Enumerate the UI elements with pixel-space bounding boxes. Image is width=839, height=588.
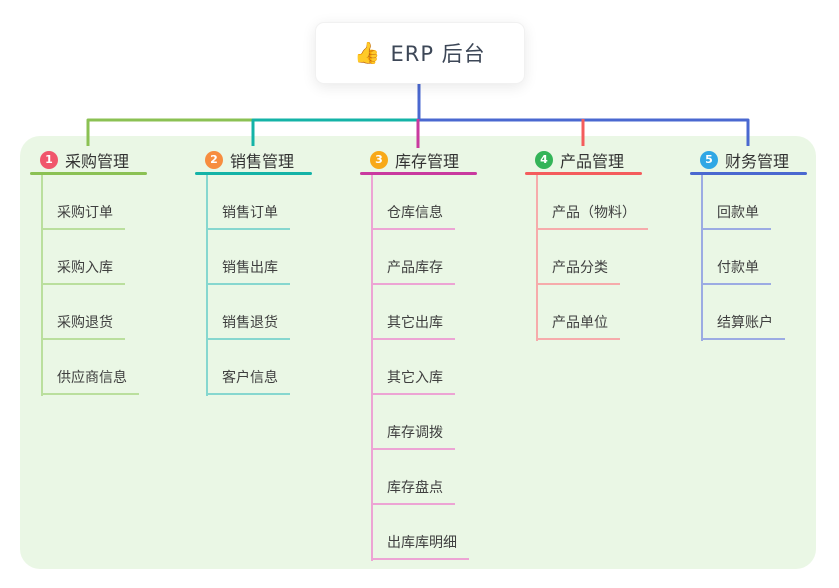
branch-label: 产品管理: [560, 152, 625, 171]
branch-trunk-line: [536, 175, 538, 341]
branch-column: 1 采购管理采购订单采购入库采购退货供应商信息: [30, 0, 195, 588]
branch-number-badge: 3: [370, 151, 388, 169]
root-node[interactable]: 👍 ERP 后台: [315, 22, 525, 84]
child-node[interactable]: 销售订单: [206, 202, 290, 230]
branch-number-badge: 5: [700, 151, 718, 169]
branch-underline: [195, 172, 312, 175]
branches-panel: [20, 136, 816, 569]
branch-column: 5 财务管理回款单付款单结算账户: [690, 0, 839, 588]
child-label: 产品（物料）: [536, 203, 648, 230]
child-label: 仓库信息: [371, 203, 455, 230]
root-title: ERP 后台: [390, 42, 486, 66]
child-label: 采购退货: [41, 313, 125, 340]
child-label: 采购入库: [41, 258, 125, 285]
branch-label: 采购管理: [65, 152, 130, 171]
branch-column: 4 产品管理产品（物料） 产品分类产品单位: [525, 0, 690, 588]
child-node[interactable]: 采购退货: [41, 312, 125, 340]
branch-title[interactable]: 4 产品管理: [535, 149, 624, 171]
branch-column: 3 库存管理仓库信息产品库存其它出库其它入库库存调拨库存盘点出库库明细: [360, 0, 525, 588]
child-node[interactable]: 回款单: [701, 202, 771, 230]
child-node[interactable]: 销售退货: [206, 312, 290, 340]
branch-column: 2 销售管理销售订单销售出库销售退货客户信息: [195, 0, 360, 588]
thumbs-up-icon: 👍: [354, 40, 381, 65]
branch-title[interactable]: 2 销售管理: [205, 149, 294, 171]
branch-trunk-line: [41, 175, 43, 396]
child-label: 产品单位: [536, 313, 620, 340]
child-label: 产品库存: [371, 258, 455, 285]
branch-trunk-line: [371, 175, 373, 561]
branch-label: 销售管理: [230, 152, 295, 171]
child-label: 供应商信息: [41, 368, 139, 395]
child-node[interactable]: 产品库存: [371, 257, 455, 285]
child-node[interactable]: 产品（物料）: [536, 202, 648, 230]
branch-underline: [690, 172, 807, 175]
branch-trunk-line: [206, 175, 208, 396]
branch-trunk-line: [701, 175, 703, 341]
branch-title[interactable]: 5 财务管理: [700, 149, 789, 171]
child-label: 付款单: [701, 258, 771, 285]
child-node[interactable]: 库存调拨: [371, 422, 455, 450]
child-node[interactable]: 付款单: [701, 257, 771, 285]
child-node[interactable]: 采购入库: [41, 257, 125, 285]
child-label: 产品分类: [536, 258, 620, 285]
child-node[interactable]: 产品单位: [536, 312, 620, 340]
child-node[interactable]: 出库库明细: [371, 532, 469, 560]
child-node[interactable]: 销售出库: [206, 257, 290, 285]
child-node[interactable]: 供应商信息: [41, 367, 139, 395]
branch-label: 库存管理: [395, 152, 460, 171]
branch-number-badge: 2: [205, 151, 223, 169]
child-node[interactable]: 仓库信息: [371, 202, 455, 230]
child-label: 结算账户: [701, 313, 785, 340]
child-label: 客户信息: [206, 368, 290, 395]
branch-underline: [360, 172, 477, 175]
branch-underline: [30, 172, 147, 175]
branch-title[interactable]: 3 库存管理: [370, 149, 459, 171]
branch-number-badge: 1: [40, 151, 58, 169]
child-node[interactable]: 结算账户: [701, 312, 785, 340]
child-node[interactable]: 库存盘点: [371, 477, 455, 505]
branch-title[interactable]: 1 采购管理: [40, 149, 129, 171]
child-label: 库存调拨: [371, 423, 455, 450]
branch-underline: [525, 172, 642, 175]
child-label: 出库库明细: [371, 533, 469, 560]
child-label: 销售出库: [206, 258, 290, 285]
child-node[interactable]: 其它入库: [371, 367, 455, 395]
child-label: 其它入库: [371, 368, 455, 395]
branch-label: 财务管理: [725, 152, 790, 171]
child-node[interactable]: 采购订单: [41, 202, 125, 230]
child-node[interactable]: 其它出库: [371, 312, 455, 340]
child-label: 库存盘点: [371, 478, 455, 505]
child-node[interactable]: 客户信息: [206, 367, 290, 395]
child-label: 销售订单: [206, 203, 290, 230]
child-label: 其它出库: [371, 313, 455, 340]
branch-number-badge: 4: [535, 151, 553, 169]
child-label: 采购订单: [41, 203, 125, 230]
child-label: 销售退货: [206, 313, 290, 340]
child-label: 回款单: [701, 203, 771, 230]
child-node[interactable]: 产品分类: [536, 257, 620, 285]
